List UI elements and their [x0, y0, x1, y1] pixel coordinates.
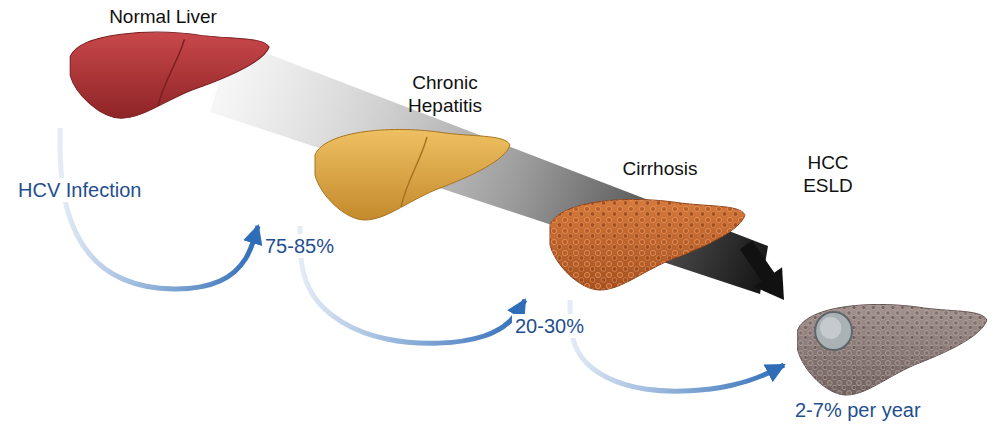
rate-label: 2-7% per year [792, 398, 924, 422]
stage-heading: HCC ESLD [797, 152, 859, 198]
progression-arrow [746, 245, 784, 300]
liver-outline [315, 129, 510, 220]
stage-node: Chronic Hepatitis [252, 68, 514, 226]
progression-arrow [60, 128, 258, 289]
stage-node: HCC ESLD [784, 150, 988, 398]
stage-heading: Chronic Hepatitis [408, 72, 482, 118]
normal-liver [70, 32, 269, 118]
progression-arrow [570, 300, 784, 391]
stage-heading: Normal Liver [109, 6, 217, 29]
liver-outline [550, 199, 745, 290]
liver-outline [70, 32, 269, 118]
liver-texture [798, 304, 987, 395]
liver-crease [158, 39, 185, 106]
hepatitis-liver [315, 129, 510, 220]
liver-texture [550, 199, 745, 290]
stage-node: Normal Liver [10, 4, 278, 128]
cirrhosis-liver [550, 199, 745, 290]
hcc-liver [798, 304, 987, 395]
arrow-head [754, 267, 784, 300]
tumor [815, 312, 852, 350]
tumor-highlight [820, 317, 841, 339]
stage-node: Cirrhosis [520, 156, 746, 300]
rate-label: 20-30% [512, 314, 587, 338]
liver-crease [401, 137, 427, 207]
progression-band [210, 40, 768, 294]
liver-outline [798, 304, 987, 395]
stage-label: HCV Infection [15, 178, 144, 202]
stage-heading: Cirrhosis [623, 158, 698, 181]
arrow-shaft [746, 245, 771, 282]
rate-label: 75-85% [262, 234, 337, 258]
